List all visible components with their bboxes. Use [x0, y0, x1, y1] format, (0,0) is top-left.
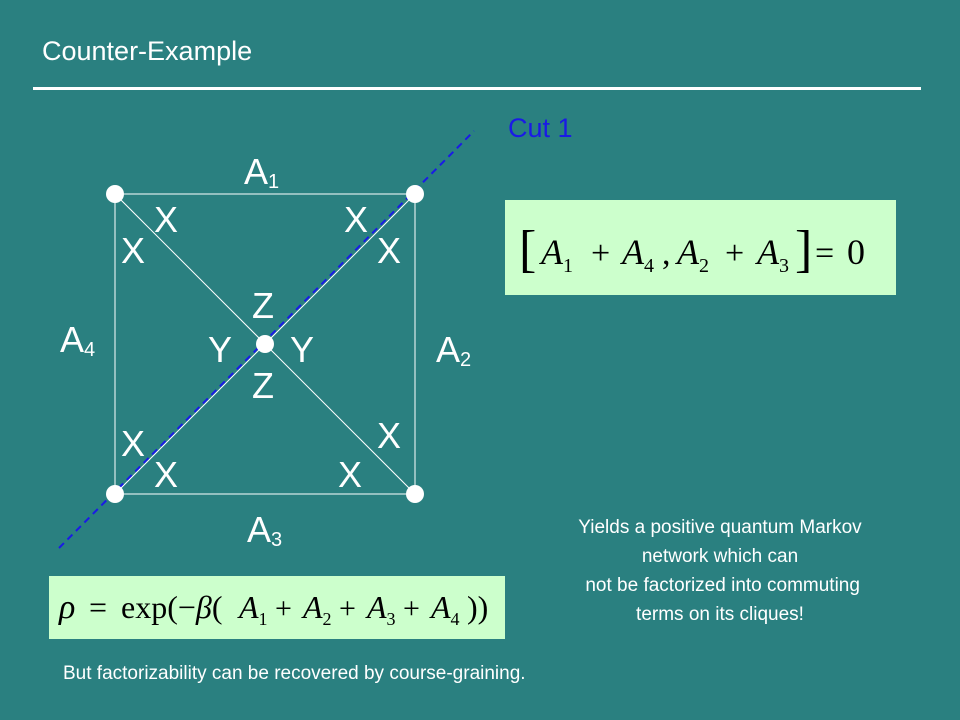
exp-function: exp(−β( [121, 589, 223, 625]
x-label: X [344, 199, 368, 240]
node-center [256, 335, 274, 353]
term-a4: A4 [620, 232, 654, 277]
plus-sign: + [725, 235, 744, 272]
closing-parens: )) [467, 589, 488, 625]
note-line: not be factorized into commuting [580, 575, 860, 596]
term-a3: A3 [755, 232, 789, 277]
x-label: X [121, 230, 145, 271]
term-a4: A4 [429, 589, 460, 629]
plus-sign: + [275, 592, 292, 625]
commutator-equation-box: [ A1 + A4 , A2 + A3 ] = 0 [505, 200, 896, 295]
edge-label-left: A4 [60, 319, 95, 361]
density-equation: ρ = exp(−β( A1 + A2 + A3 + A4 )) [58, 589, 488, 629]
node-bottom-left [106, 485, 124, 503]
z-label-top: Z [252, 285, 274, 326]
node-bottom-right [406, 485, 424, 503]
term-a2: A2 [675, 232, 709, 277]
left-bracket: [ [519, 221, 536, 278]
x-label: X [154, 454, 178, 495]
right-bracket: ] [795, 221, 812, 278]
x-label: X [377, 415, 401, 456]
node-top-right [406, 185, 424, 203]
y-label-right: Y [290, 329, 314, 370]
plus-sign: + [339, 592, 356, 625]
slide-title: Counter-Example [42, 36, 253, 66]
term-a1: A1 [237, 589, 268, 629]
explanation-note: Yields a positive quantum Markov network… [515, 513, 925, 629]
equals-sign: = [815, 235, 834, 272]
density-equation-box: ρ = exp(−β( A1 + A2 + A3 + A4 )) [49, 576, 505, 639]
edge-label-right: A2 [436, 329, 471, 371]
plus-sign: + [403, 592, 420, 625]
x-label: X [121, 423, 145, 464]
node-top-left [106, 185, 124, 203]
y-label-left: Y [208, 329, 232, 370]
commutator-equation: [ A1 + A4 , A2 + A3 ] = 0 [519, 221, 865, 278]
edge-label-bottom: A3 [247, 509, 282, 551]
footer-text: But factorizability can be recovered by … [63, 663, 526, 684]
x-label: X [338, 454, 362, 495]
rhs-zero: 0 [847, 232, 865, 272]
title-divider [33, 87, 921, 90]
edge-label-top: A1 [244, 151, 279, 193]
term-a1: A1 [539, 232, 573, 277]
x-label: X [377, 230, 401, 271]
z-label-bottom: Z [252, 365, 274, 406]
term-a2: A2 [301, 589, 332, 629]
note-line: network which can [641, 546, 799, 567]
note-line: terms on its cliques! [636, 604, 804, 625]
note-line: Yields a positive quantum Markov [578, 517, 862, 538]
term-a3: A3 [365, 589, 396, 629]
x-label: X [154, 199, 178, 240]
plus-sign: + [591, 235, 610, 272]
comma: , [662, 235, 671, 272]
equals-sign: = [89, 589, 107, 625]
cut-label: Cut 1 [508, 113, 573, 143]
rho-symbol: ρ [58, 589, 75, 626]
